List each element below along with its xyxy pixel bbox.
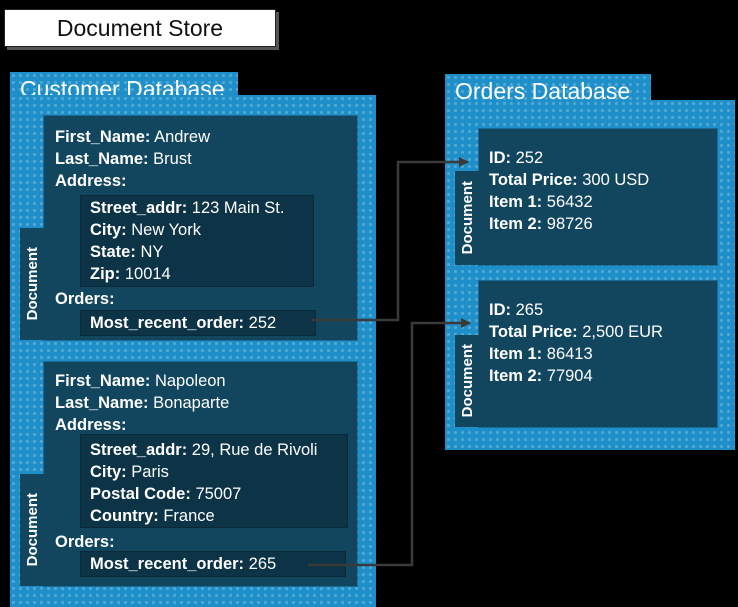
order-field: Total Price: 2,500 EUR xyxy=(489,323,663,341)
customer-document-2: Document First_Name: Napoleon Last_Name:… xyxy=(20,362,357,586)
order-field: ID: 252 xyxy=(489,149,544,167)
order-field: Item 2: 77904 xyxy=(489,367,593,385)
first-name-field: First_Name: Napoleon xyxy=(55,372,226,390)
document-label: Document xyxy=(20,474,44,586)
address-line: Street_addr: 123 Main St. xyxy=(90,199,285,217)
address-field: Address: xyxy=(55,416,127,434)
orders-db-title: Orders Database xyxy=(455,77,631,104)
address-line: Street_addr: 29, Rue de Rivoli xyxy=(90,441,318,459)
address-line: Zip: 10014 xyxy=(90,265,171,283)
address-line: Country: France xyxy=(90,507,215,525)
orders-subdocument: Most_recent_order: 265 xyxy=(80,551,346,577)
address-line: Postal Code: 75007 xyxy=(90,485,242,503)
order-field: Item 1: 56432 xyxy=(489,193,593,211)
order-field: ID: 265 xyxy=(489,301,544,319)
orders-field: Orders: xyxy=(55,533,115,551)
most-recent-order-field: Most_recent_order: 265 xyxy=(90,555,277,573)
order-field: Item 1: 86413 xyxy=(489,345,593,363)
order-field: Total Price: 300 USD xyxy=(489,171,650,189)
order-document-1: Document ID: 252 Total Price: 300 USD It… xyxy=(455,129,717,265)
diagram-title: Document Store xyxy=(4,9,276,47)
address-line: State: NY xyxy=(90,243,164,261)
document-label: Document xyxy=(455,335,479,427)
last-name-field: Last_Name: Brust xyxy=(55,150,192,168)
most-recent-order-field: Most_recent_order: 252 xyxy=(90,314,277,332)
order-document-2: Document ID: 265 Total Price: 2,500 EUR … xyxy=(455,281,717,427)
diagram-title-text: Document Store xyxy=(56,14,224,41)
address-line: City: Paris xyxy=(90,463,169,481)
order-field: Item 2: 98726 xyxy=(489,215,593,233)
orders-subdocument: Most_recent_order: 252 xyxy=(80,310,316,336)
first-name-field: First_Name: Andrew xyxy=(55,128,211,146)
last-name-field: Last_Name: Bonaparte xyxy=(55,394,230,412)
document-label: Document xyxy=(455,171,479,265)
document-label: Document xyxy=(20,228,44,340)
address-subdocument: Street_addr: 123 Main St. City: New York… xyxy=(80,195,314,287)
address-line: City: New York xyxy=(90,221,201,239)
address-subdocument: Street_addr: 29, Rue de Rivoli City: Par… xyxy=(80,434,348,528)
orders-field: Orders: xyxy=(55,290,115,308)
arrow-order-265 xyxy=(308,318,471,567)
address-field: Address: xyxy=(55,172,127,190)
arrow-order-252 xyxy=(312,157,469,322)
customer-document-1: Document First_Name: Andrew Last_Name: B… xyxy=(20,116,357,340)
